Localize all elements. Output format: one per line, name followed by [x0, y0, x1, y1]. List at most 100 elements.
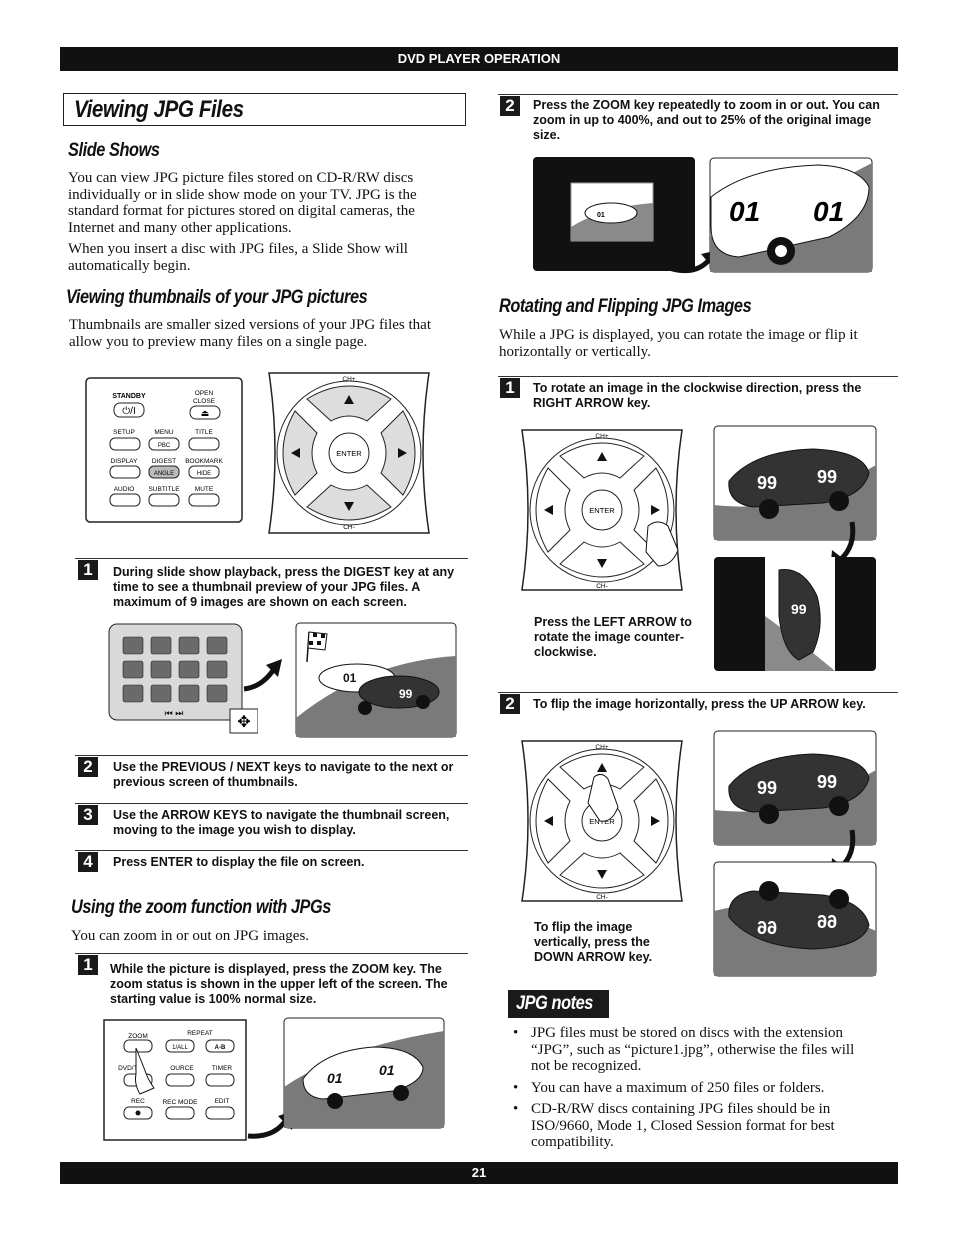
one-all-label: 1/ALL: [172, 1045, 188, 1051]
pbc-button[interactable]: [148, 437, 180, 451]
ch-minus-label: CH-: [596, 583, 608, 590]
enter-label: ENTER: [336, 449, 362, 458]
step-4-rule: [75, 850, 468, 851]
car-99-number-b: 99: [817, 467, 837, 487]
eject-icon: ⏏: [201, 408, 210, 418]
ch-minus-label: CH-: [343, 524, 355, 531]
prev-next-icon: ⏮ ⏭: [165, 708, 184, 718]
up-arrow-icon: [344, 395, 354, 404]
car-99-picture-2: 99 99: [713, 730, 877, 846]
enter-button[interactable]: [581, 489, 623, 531]
title-label: TITLE: [195, 429, 213, 436]
curved-arrow-icon: [243, 659, 282, 692]
zoom-remote-illustration: ZOOM REPEAT 1/ALL A-B DVD/TV OURCE TIMER…: [103, 1019, 247, 1141]
pointing-hand-icon: [645, 521, 679, 567]
setup-label: SETUP: [113, 429, 135, 436]
zoom-out-picture: 01: [533, 157, 695, 271]
small-car-number: 01: [597, 212, 605, 219]
car-99-picture: 99 99: [713, 425, 877, 541]
ab-button[interactable]: [205, 1039, 235, 1053]
down-arrow-icon: [344, 502, 354, 511]
enter-button[interactable]: [328, 432, 370, 474]
digest-button[interactable]: [148, 465, 180, 479]
step-3-text: Use the ARROW KEYS to navigate the thumb…: [113, 808, 450, 837]
audio-label: AUDIO: [114, 486, 135, 493]
footer-bar: 21: [60, 1162, 898, 1184]
zoom-button[interactable]: [123, 1039, 153, 1053]
remote-panel-illustration: STANDBY ⏻/I OPEN CLOSE ⏏ SETUP MENU TITL…: [85, 377, 243, 523]
thumbnail-grid-illustration: ⏮ ⏭ ✥: [108, 623, 258, 734]
zoom-in-picture: 01 01: [709, 157, 873, 273]
open-label: OPEN: [195, 390, 214, 397]
rotate-step-2-text: To flip the image horizontally, press th…: [533, 697, 866, 711]
title-button[interactable]: [188, 437, 220, 451]
timer-button[interactable]: [205, 1073, 235, 1087]
ch-minus-label: CH-: [596, 894, 608, 901]
rotate-caption: Press the LEFT ARROW to rotate the image…: [534, 615, 692, 659]
car-99-number-a: 99: [757, 473, 777, 493]
bookmark-button[interactable]: [188, 465, 220, 479]
flip-caption: To flip the image vertically, press the …: [534, 920, 653, 964]
zoom-heading: Using the zoom function with JPGs: [71, 897, 331, 918]
standby-label: STANDBY: [112, 393, 146, 400]
zoom-step-2-text: Press the ZOOM key repeatedly to zoom in…: [533, 98, 880, 142]
dpad-illustration-up-arrow: CH+ CH- ENTER: [521, 740, 683, 902]
flipped-car-number-a: 99: [757, 917, 777, 937]
rec-mode-label: REC MODE: [162, 1099, 198, 1106]
thumbnails-para: Thumbnails are smaller sized versions of…: [69, 317, 432, 350]
step-2-number: 2: [78, 757, 98, 777]
display-button[interactable]: [109, 465, 141, 479]
step-4-text: Press ENTER to display the file on scree…: [113, 855, 365, 869]
dpad-illustration-right-arrow: CH+ CH- ENTER: [521, 429, 683, 591]
jpg-note-item: CD-R/RW discs containing JPG files shoul…: [505, 1101, 870, 1151]
rotate-para: While a JPG is displayed, you can rotate…: [499, 327, 858, 360]
step-3-number: 3: [78, 805, 98, 825]
big-car-number-b: 01: [813, 196, 844, 227]
hide-label: HIDE: [197, 471, 211, 477]
zoom-step-2-rule: [498, 94, 898, 95]
down-arrow-icon: [597, 559, 607, 568]
rotate-step-1-text: To rotate an image in the clockwise dire…: [533, 381, 862, 410]
step-2-text: Use the PREVIOUS / NEXT keys to navigate…: [113, 760, 454, 789]
left-arrow-icon: [544, 505, 553, 515]
right-arrow-icon: [398, 448, 407, 458]
open-close-button[interactable]: [189, 405, 221, 420]
audio-button[interactable]: [109, 493, 141, 507]
up-arrow-icon: [597, 763, 607, 772]
zoom-step-1-number: 1: [78, 955, 98, 975]
page-number: 21: [471, 1165, 487, 1180]
move-cross-icon: ✥: [237, 714, 250, 731]
digest-label: DIGEST: [152, 458, 176, 465]
setup-button[interactable]: [109, 437, 141, 451]
pointing-hand-icon: [135, 1047, 155, 1095]
up-arrow-icon: [597, 452, 607, 461]
big-car-number-a: 01: [729, 196, 760, 227]
ch-plus-label: CH+: [342, 376, 355, 383]
step-1-rule: [75, 558, 468, 559]
standby-button[interactable]: [113, 402, 145, 418]
down-arrow-icon: [597, 870, 607, 879]
thumbnail-grid: [122, 636, 228, 703]
zoom-car-number-a: 01: [327, 1070, 343, 1086]
timer-label: TIMER: [212, 1065, 233, 1072]
pointing-hand-icon: [587, 773, 619, 822]
source-button[interactable]: [165, 1073, 195, 1087]
step-1-number: 1: [78, 560, 98, 580]
record-dot-icon: [135, 1110, 141, 1116]
page-title: Viewing JPG Files: [74, 96, 244, 123]
car-number-99: 99: [399, 687, 413, 701]
rotated-car-picture: 99: [714, 557, 876, 671]
mute-button[interactable]: [188, 493, 220, 507]
left-arrow-icon: [291, 448, 300, 458]
step-2-rule: [75, 755, 468, 756]
rotate-step-1-number: 1: [500, 378, 520, 398]
zoom-car-number-b: 01: [379, 1062, 395, 1078]
power-icon: ⏻/I: [122, 406, 135, 417]
repeat-button[interactable]: [165, 1039, 195, 1053]
repeat-label: REPEAT: [187, 1030, 213, 1037]
subtitle-button[interactable]: [148, 493, 180, 507]
rec-mode-button[interactable]: [165, 1106, 195, 1120]
rotate-heading: Rotating and Flipping JPG Images: [499, 296, 752, 317]
zoom-label: ZOOM: [128, 1033, 148, 1040]
edit-button[interactable]: [205, 1106, 235, 1120]
